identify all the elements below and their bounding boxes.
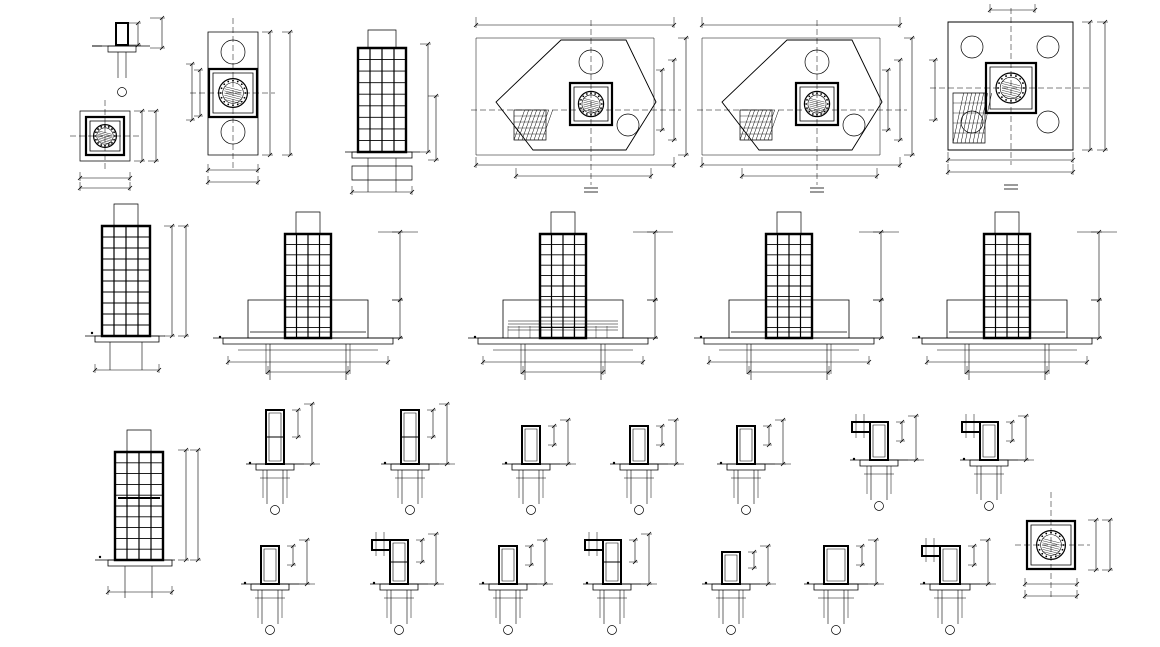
pile-cap-plans-group [70, 4, 1108, 195]
column-base-details-row-2-group [241, 492, 1113, 635]
pile-cap-plan-4 [471, 17, 689, 192]
column-base-detail-12 [702, 544, 776, 635]
column-base-detail-15 [1015, 492, 1113, 600]
column-base-detail-2 [381, 402, 455, 515]
pile-cap-elevation-3 [468, 212, 673, 380]
pile-cap-elevation-1 [85, 204, 189, 373]
column-base-detail-8 [241, 538, 315, 635]
column-base-detail-13 [804, 538, 884, 635]
pile-cap-elevation-4 [694, 212, 899, 380]
column-base-detail-9 [370, 532, 444, 635]
pile-cap-plan-1 [70, 16, 165, 191]
column-base-detail-7 [960, 414, 1034, 511]
column-base-detail-11 [583, 532, 657, 635]
pile-cap-elevation-5 [912, 212, 1117, 380]
column-base-detail-3 [502, 418, 576, 515]
column-base-detail-5 [717, 418, 791, 515]
pile-cap-plan-5 [697, 17, 915, 192]
column-base-detail-1 [246, 402, 320, 515]
pile-cap-plan-3 [345, 30, 439, 195]
column-elevation-tall-1 [95, 430, 201, 598]
pile-cap-elevation-2 [213, 212, 418, 380]
column-base-details-row-1-group [246, 402, 1034, 515]
pile-cap-plan-6 [929, 4, 1108, 189]
column-base-detail-4 [610, 418, 684, 515]
column-elevation-tall-group [95, 430, 201, 598]
column-base-detail-6 [850, 414, 924, 511]
column-base-detail-14 [920, 538, 996, 635]
pile-cap-elevations-group [85, 204, 1117, 380]
column-base-detail-10 [479, 538, 553, 635]
pile-cap-plan-2 [186, 18, 293, 185]
